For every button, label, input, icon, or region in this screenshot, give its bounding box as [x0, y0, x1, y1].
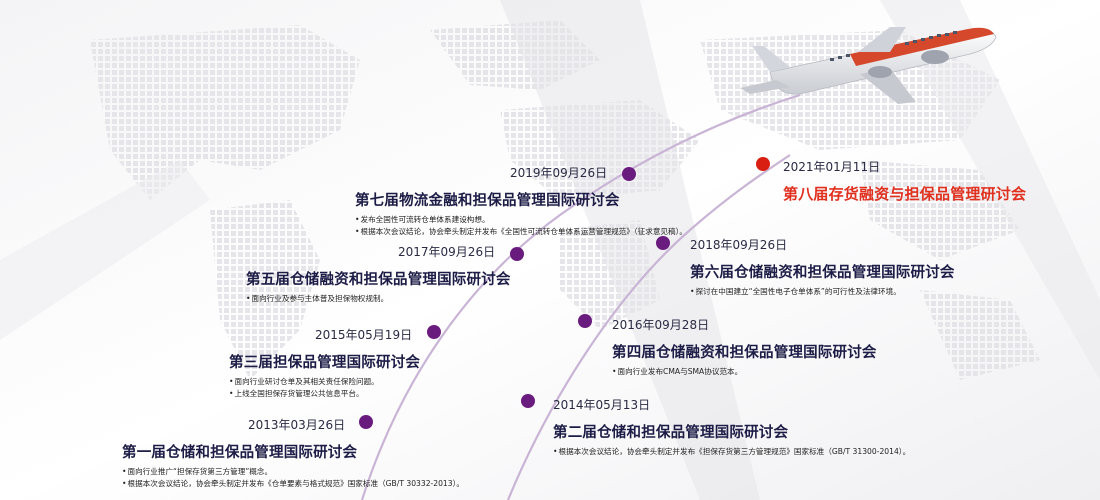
event-note: 面向行业及参与主体普及担保物权规制。	[246, 293, 511, 305]
event-notes: 根据本次会议结论，协会牵头制定并发布《担保存货第三方管理规范》国家标准（GB/T…	[553, 446, 910, 458]
event-2017[interactable]: 2017年09月26日 第五届仓储融资和担保品管理国际研讨会 面向行业及参与主体…	[246, 243, 511, 305]
event-date: 2013年03月26日	[248, 418, 346, 432]
timeline-dot-2018[interactable]	[656, 236, 670, 250]
event-date: 2021年01月11日	[783, 160, 881, 174]
event-note: 上线全国担保存货管理公共信息平台。	[229, 388, 420, 400]
event-note: 面向行业发布CMA与SMA协议范本。	[612, 366, 877, 378]
event-note: 根据本次会议结论，协会牵头制定并发布《全国性可流转仓单体系运营管理规范》（征求意…	[355, 226, 687, 238]
event-2019[interactable]: 2019年09月26日 第七届物流金融和担保品管理国际研讨会 发布全国性可流转仓…	[355, 164, 687, 238]
event-title: 第六届仓储融资和担保品管理国际研讨会	[690, 265, 955, 281]
timeline-dot-2019[interactable]	[622, 167, 636, 181]
event-date: 2016年09月28日	[612, 318, 710, 332]
event-note: 面向行业推广“担保存货第三方管理”概念。	[122, 466, 464, 478]
event-note: 面向行业研讨仓单及其相关责任保险问题。	[229, 376, 420, 388]
event-2021[interactable]: 2021年01月11日 第八届存货融资与担保品管理研讨会	[783, 158, 1026, 204]
event-2016[interactable]: 2016年09月28日 第四届仓储融资和担保品管理国际研讨会 面向行业发布CMA…	[612, 316, 877, 378]
event-2018[interactable]: 2018年09月26日 第六届仓储融资和担保品管理国际研讨会 探讨在中国建立“全…	[690, 236, 955, 298]
timeline-dot-2017[interactable]	[510, 247, 524, 261]
airplane-icon	[740, 27, 997, 104]
event-title: 第八届存货融资与担保品管理研讨会	[783, 185, 1027, 203]
timeline-dot-2013[interactable]	[359, 415, 373, 429]
event-title: 第七届物流金融和担保品管理国际研讨会	[355, 193, 620, 209]
event-notes: 发布全国性可流转仓单体系建设构想。 根据本次会议结论，协会牵头制定并发布《全国性…	[355, 214, 687, 238]
event-note: 根据本次会议结论，协会牵头制定并发布《仓单要素与格式规范》国家标准（GB/T 3…	[122, 478, 464, 490]
event-notes: 面向行业研讨仓单及其相关责任保险问题。 上线全国担保存货管理公共信息平台。	[229, 376, 420, 400]
event-notes: 面向行业发布CMA与SMA协议范本。	[612, 366, 877, 378]
event-notes: 面向行业及参与主体普及担保物权规制。	[246, 293, 511, 305]
event-date: 2015年05月19日	[315, 328, 413, 342]
event-2015[interactable]: 2015年05月19日 第三届担保品管理国际研讨会 面向行业研讨仓单及其相关责任…	[229, 326, 420, 400]
event-notes: 面向行业推广“担保存货第三方管理”概念。 根据本次会议结论，协会牵头制定并发布《…	[122, 466, 464, 490]
event-2013[interactable]: 2013年03月26日 第一届仓储和担保品管理国际研讨会 面向行业推广“担保存货…	[122, 416, 464, 490]
event-note: 发布全国性可流转仓单体系建设构想。	[355, 214, 687, 226]
event-title: 第一届仓储和担保品管理国际研讨会	[122, 445, 358, 461]
event-note: 探讨在中国建立“全国性电子仓单体系”的可行性及法律环境。	[690, 286, 955, 298]
event-title: 第四届仓储融资和担保品管理国际研讨会	[612, 345, 877, 361]
event-date: 2017年09月26日	[398, 245, 496, 259]
event-notes: 探讨在中国建立“全国性电子仓单体系”的可行性及法律环境。	[690, 286, 955, 298]
timeline-dot-2016[interactable]	[578, 314, 592, 328]
timeline-dot-2015[interactable]	[427, 325, 441, 339]
timeline-dot-2014[interactable]	[521, 394, 535, 408]
event-title: 第五届仓储融资和担保品管理国际研讨会	[246, 272, 511, 288]
timeline-dot-2021[interactable]	[756, 157, 770, 171]
event-2014[interactable]: 2014年05月13日 第二届仓储和担保品管理国际研讨会 根据本次会议结论，协会…	[553, 396, 910, 458]
timeline-track-right	[506, 154, 791, 500]
event-date: 2019年09月26日	[510, 166, 608, 180]
event-title: 第二届仓储和担保品管理国际研讨会	[553, 425, 789, 441]
event-note: 根据本次会议结论，协会牵头制定并发布《担保存货第三方管理规范》国家标准（GB/T…	[553, 446, 910, 458]
event-title: 第三届担保品管理国际研讨会	[229, 355, 421, 371]
event-date: 2014年05月13日	[553, 398, 651, 412]
event-date: 2018年09月26日	[690, 238, 788, 252]
